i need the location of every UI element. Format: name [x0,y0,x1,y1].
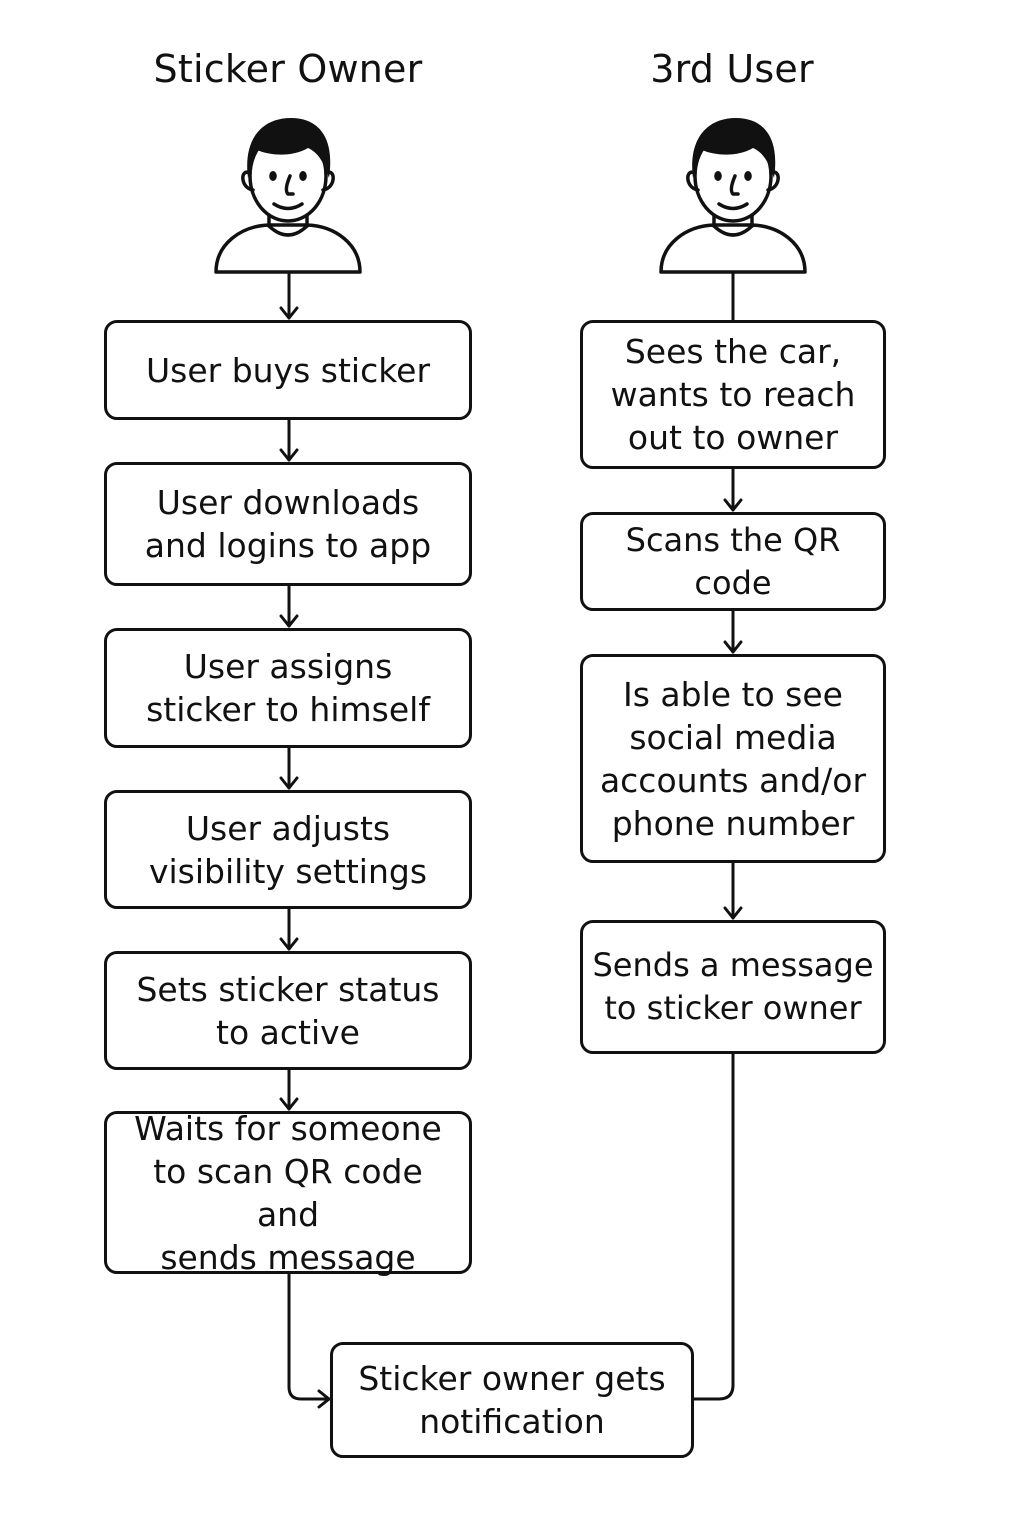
third-user-avatar-icon [659,118,807,274]
lane-title-3rd-user: 3rd User [650,47,814,91]
step-sets-status-active: Sets sticker status to active [104,951,472,1070]
step-user-buys-sticker: User buys sticker [104,320,472,420]
step-label: Sees the car, wants to reach out to owne… [610,332,856,457]
step-able-to-see-accounts: Is able to see social media accounts and… [580,654,886,863]
sticker-owner-avatar-icon [214,118,362,274]
step-sees-the-car: Sees the car, wants to reach out to owne… [580,320,886,469]
connector-waits-to-notification [287,1271,331,1401]
step-label: User buys sticker [145,350,431,390]
connector-sends-to-notification [691,1051,735,1401]
arrow-head-icon [279,1097,299,1111]
step-label: Sticker owner gets notification [358,1359,666,1441]
step-label: Sends a message to sticker owner [592,946,874,1027]
step-label: Scans the QR code [625,520,841,602]
arrow-head-icon [279,776,299,790]
arrow-head-icon [723,498,743,512]
step-label: User downloads and logins to app [144,483,432,565]
step-waits-for-scan: Waits for someone to scan QR code and se… [104,1109,472,1277]
step-label: Is able to see social media accounts and… [599,674,867,843]
step-user-adjusts-visibility: User adjusts visibility settings [104,790,472,909]
step-label: User adjusts visibility settings [148,808,428,891]
arrow-head-icon [279,306,299,320]
step-user-assigns-sticker: User assigns sticker to himself [104,628,472,748]
arrow-head-icon [279,448,299,462]
arrow-head-icon [279,937,299,951]
step-label: Sets sticker status to active [136,969,440,1052]
step-owner-gets-notification: Sticker owner gets notification [330,1342,694,1458]
arrow-head-icon [317,1389,331,1409]
arrow-head-icon [723,640,743,654]
lane-title-sticker-owner: Sticker Owner [153,47,423,91]
step-user-downloads-app: User downloads and logins to app [104,462,472,586]
step-sends-a-message: Sends a message to sticker owner [580,920,886,1054]
step-label: User assigns sticker to himself [146,647,430,729]
arrow-head-icon [279,614,299,628]
step-scans-qr-code: Scans the QR code [580,512,886,611]
arrow-head-icon [723,906,743,920]
step-label: Waits for someone to scan QR code and se… [134,1108,442,1277]
